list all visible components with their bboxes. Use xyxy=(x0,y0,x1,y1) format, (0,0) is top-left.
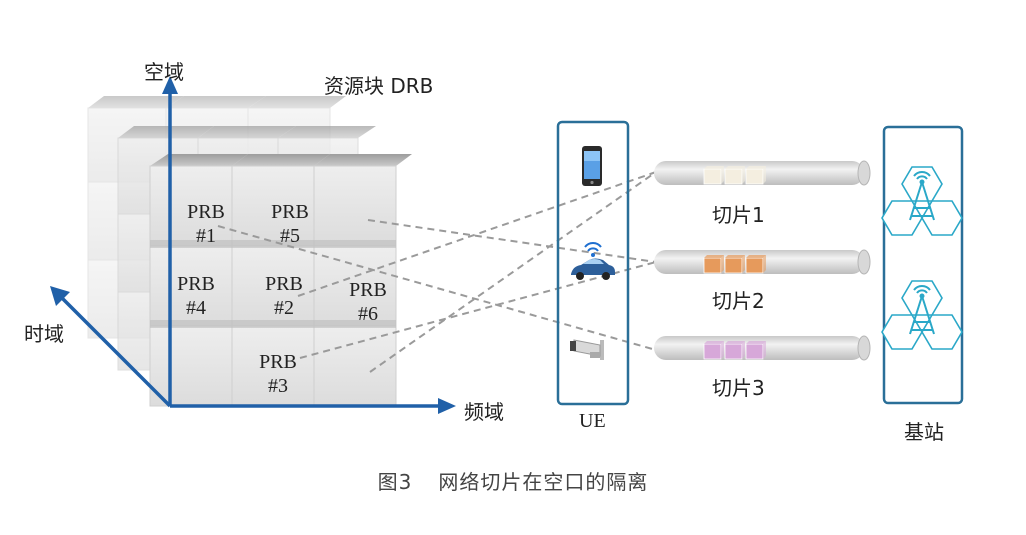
prb-2-label: PRB#2 xyxy=(265,273,303,319)
time-axis-label: 时域 xyxy=(24,322,64,346)
line-prb3-slice2 xyxy=(299,261,657,359)
slice-2-label: 切片2 xyxy=(712,289,765,313)
space-axis-arrow xyxy=(162,76,178,94)
figure-caption: 图3 网络切片在空口的隔离 xyxy=(0,466,1026,495)
prb-6-label: PRB#6 xyxy=(349,279,387,325)
ue-frame xyxy=(556,120,630,406)
slice-3-block xyxy=(724,341,745,360)
prb-4-label: PRB#4 xyxy=(177,273,215,319)
base-station-tower-icon xyxy=(881,166,963,236)
slice-2-block xyxy=(745,255,766,274)
slice-3-block xyxy=(703,341,724,360)
line-prb6-slice1 xyxy=(369,171,657,373)
freq-axis-label: 频域 xyxy=(464,400,504,424)
slice-2-block xyxy=(703,255,724,274)
figure-title: 网络切片在空口的隔离 xyxy=(438,470,649,494)
slice-blocks xyxy=(703,166,766,360)
axes xyxy=(50,76,456,414)
prb-1-label: PRB#1 xyxy=(187,201,225,247)
connected-car-icon xyxy=(571,242,615,280)
prb-5-label: PRB#5 xyxy=(271,201,309,247)
slice-1-label: 切片1 xyxy=(712,203,765,227)
base-station-frame xyxy=(882,125,964,405)
line-prb2-slice1 xyxy=(297,171,657,297)
freq-axis-arrow xyxy=(438,398,456,414)
line-prb5-slice2 xyxy=(367,219,657,263)
base-station-label: 基站 xyxy=(904,420,944,444)
security-camera-icon xyxy=(570,339,604,360)
time-axis-arrow xyxy=(50,286,70,306)
resource-cube xyxy=(87,96,412,407)
prb-3-label: PRB#3 xyxy=(259,351,297,397)
slice-3-label: 切片3 xyxy=(712,376,765,400)
drb-label: 资源块 DRB xyxy=(324,74,434,98)
smartphone-icon xyxy=(582,146,602,186)
slice-3-block xyxy=(745,341,766,360)
line-prb1-slice3 xyxy=(217,225,657,351)
mapping-lines xyxy=(217,171,657,373)
slice-2-block xyxy=(724,255,745,274)
space-axis-label: 空域 xyxy=(144,60,184,84)
slice-1-block xyxy=(724,166,745,185)
base-station-tower-icon xyxy=(881,280,963,350)
figure-number: 图3 xyxy=(377,470,413,494)
time-axis xyxy=(60,296,172,408)
slice-1-block xyxy=(745,166,766,185)
ue-label: UE xyxy=(579,410,606,432)
slice-1-block xyxy=(703,166,724,185)
